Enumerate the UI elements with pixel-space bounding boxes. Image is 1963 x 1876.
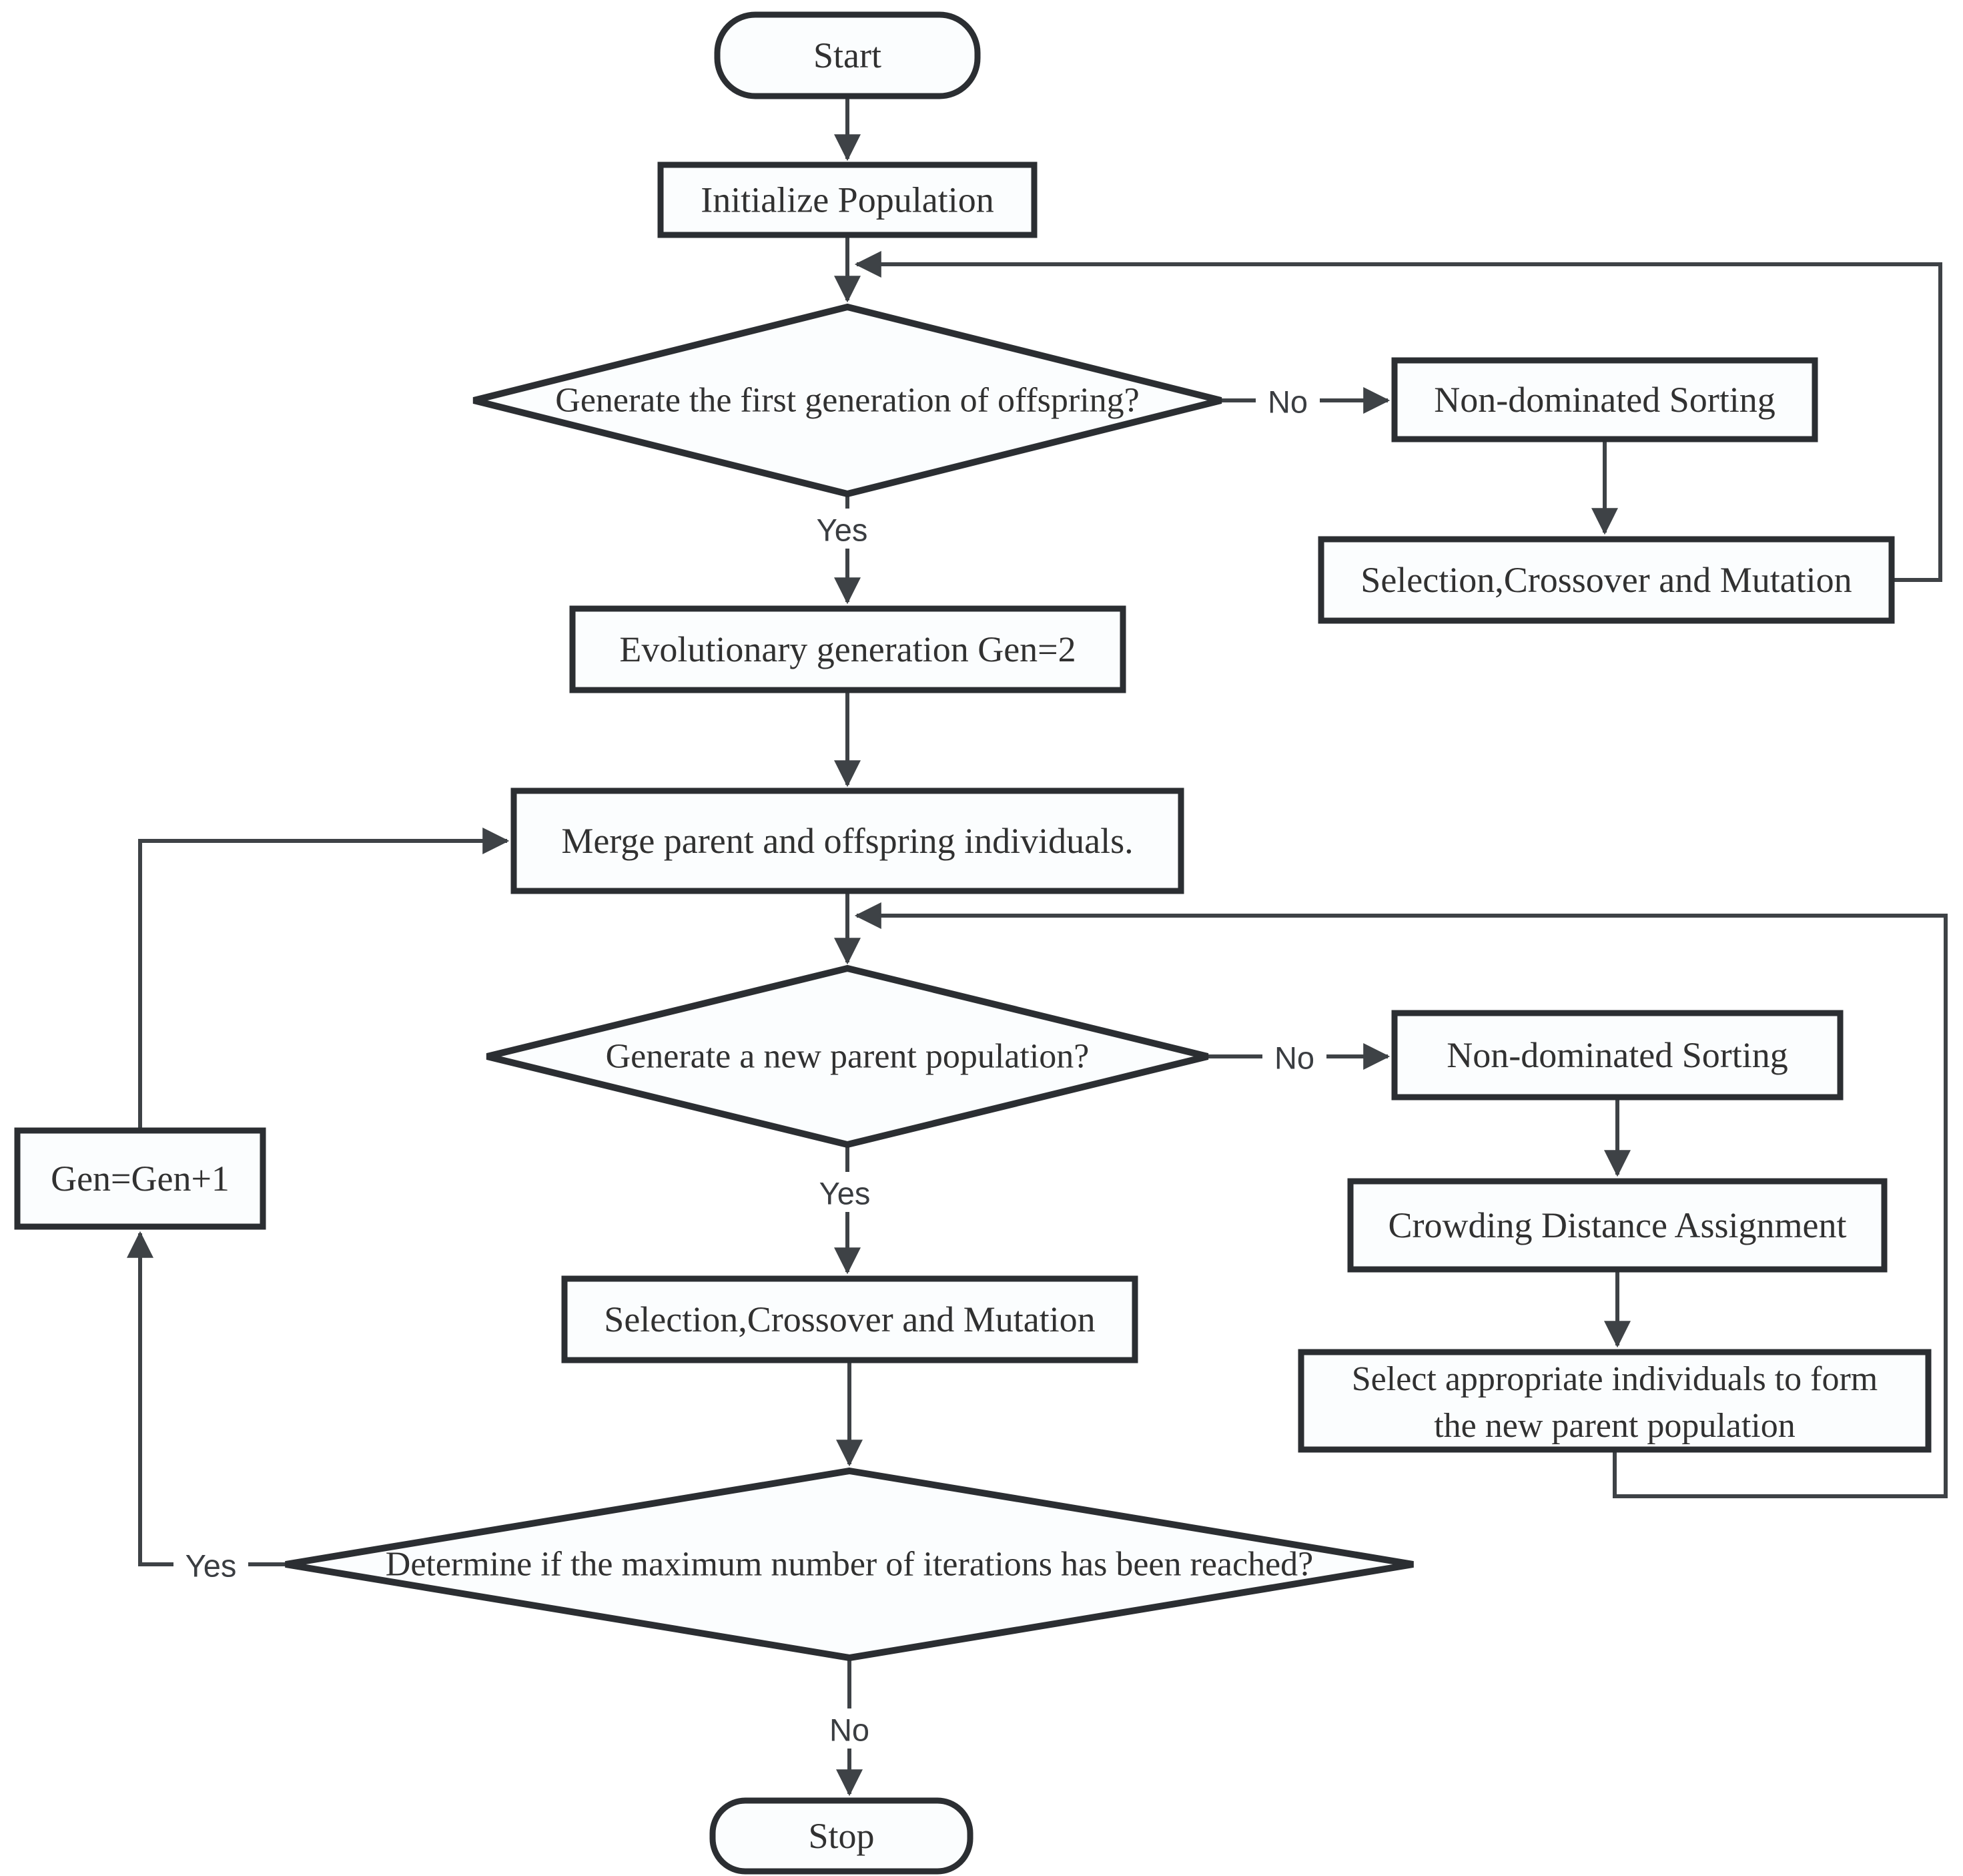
nds1-box-shape xyxy=(1391,357,1818,442)
d3-diamond-shape xyxy=(285,1467,1414,1662)
edge-label-text: Yes xyxy=(817,513,868,548)
node-label: Non-dominated Sorting xyxy=(1434,380,1775,420)
stop-terminal-shape xyxy=(709,1797,973,1875)
edge-label-no-3: No xyxy=(817,1708,881,1749)
node-evo: Evolutionary generation Gen=2 xyxy=(569,605,1126,693)
node-label: Selection,Crossover and Mutation xyxy=(1360,560,1852,600)
node-d3: Determine if the maximum number of itera… xyxy=(285,1467,1414,1662)
edge-label-halo xyxy=(1256,380,1320,420)
cda-box-shape xyxy=(1347,1178,1888,1273)
edge-label-halo xyxy=(807,1172,882,1212)
edge-label-halo xyxy=(173,1544,248,1584)
start-terminal-shape xyxy=(714,11,981,99)
edge-label-halo xyxy=(805,509,879,549)
edge-sel-loop-to-d2 xyxy=(854,902,1948,1498)
edge-label-text: No xyxy=(1268,384,1308,420)
node-label-line: the new parent population xyxy=(1434,1407,1796,1445)
edge-gen-to-merge xyxy=(138,828,510,1131)
edge-scm1-loop-to-d1 xyxy=(854,251,1942,582)
node-label: Stop xyxy=(808,1816,874,1856)
edge-label-text: No xyxy=(1274,1040,1314,1076)
node-label: Determine if the maximum number of itera… xyxy=(386,1546,1313,1584)
node-label: Generate a new parent population? xyxy=(606,1038,1090,1076)
gen-box-shape xyxy=(14,1127,266,1230)
node-label: Merge parent and offspring individuals. xyxy=(561,821,1133,861)
node-label: Start xyxy=(813,35,881,75)
edge-label-halo xyxy=(1262,1036,1326,1076)
edge-label-halo xyxy=(817,1708,881,1749)
scm1-box-shape xyxy=(1318,536,1895,624)
edge-label-yes-2: Yes xyxy=(807,1172,882,1212)
node-start: Start xyxy=(714,11,981,99)
evo-box-shape xyxy=(569,605,1126,693)
edge-label-yes-3: Yes xyxy=(173,1544,248,1584)
node-label-line: Select appropriate individuals to form xyxy=(1352,1360,1878,1398)
node-scm2: Selection,Crossover and Mutation xyxy=(561,1275,1138,1363)
node-cda: Crowding Distance Assignment xyxy=(1347,1178,1888,1273)
node-init: Initialize Population xyxy=(657,162,1038,238)
node-label: Select appropriate individuals to form th… xyxy=(1352,1360,1878,1445)
node-label: Evolutionary generation Gen=2 xyxy=(619,629,1076,669)
init-box-shape xyxy=(657,162,1038,238)
node-label: Non-dominated Sorting xyxy=(1447,1035,1788,1075)
node-d1: Generate the first generation of offspri… xyxy=(472,303,1222,498)
sel-box-shape xyxy=(1298,1349,1932,1453)
node-nds2: Non-dominated Sorting xyxy=(1391,1010,1844,1101)
node-label: Gen=Gen+1 xyxy=(51,1159,230,1199)
node-d2: Generate a new parent population? xyxy=(486,964,1209,1149)
edge-label-text: No xyxy=(829,1712,869,1748)
d2-diamond-shape xyxy=(486,964,1209,1149)
node-sel: Select appropriate individuals to form th… xyxy=(1298,1349,1932,1453)
edge-label-no-1: No xyxy=(1256,380,1320,420)
node-merge: Merge parent and offspring individuals. xyxy=(510,788,1184,894)
scm2-box-shape xyxy=(561,1275,1138,1363)
node-label: Crowding Distance Assignment xyxy=(1389,1205,1847,1245)
node-label: Initialize Population xyxy=(701,180,994,220)
node-label: Selection,Crossover and Mutation xyxy=(604,1299,1095,1339)
node-nds1: Non-dominated Sorting xyxy=(1391,357,1818,442)
edge-label-yes-1: Yes xyxy=(805,509,879,549)
node-stop: Stop xyxy=(709,1797,973,1875)
nds2-box-shape xyxy=(1391,1010,1844,1101)
node-label: Generate the first generation of offspri… xyxy=(555,382,1139,420)
edge-label-text: Yes xyxy=(819,1176,871,1211)
node-gen: Gen=Gen+1 xyxy=(14,1127,266,1230)
d1-diamond-shape xyxy=(472,303,1222,498)
node-scm1: Selection,Crossover and Mutation xyxy=(1318,536,1895,624)
merge-box-shape xyxy=(510,788,1184,894)
edge-label-text: Yes xyxy=(185,1548,237,1584)
edge-label-no-2: No xyxy=(1262,1036,1326,1076)
